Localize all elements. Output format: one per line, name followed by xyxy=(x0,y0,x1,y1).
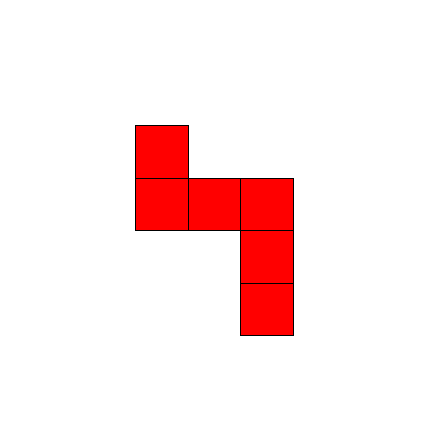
square-cell xyxy=(240,230,294,284)
square-cell xyxy=(135,125,189,179)
square-cell xyxy=(135,177,189,231)
square-cell xyxy=(240,177,294,231)
square-cell xyxy=(187,177,241,231)
square-cell xyxy=(240,282,294,336)
